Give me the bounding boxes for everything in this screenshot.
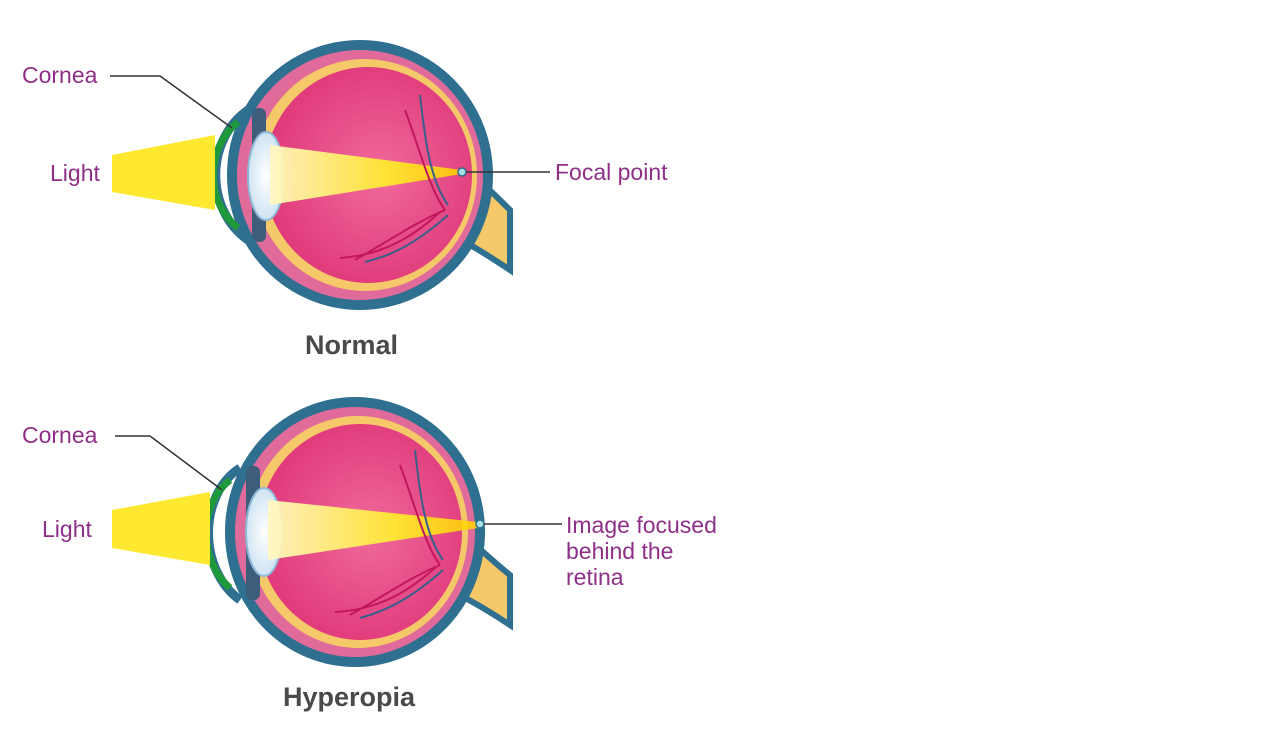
hyperopia-focus-label: Image focused behind the retina xyxy=(566,512,717,590)
cornea-leader-line xyxy=(110,75,233,129)
focus-point-dot xyxy=(475,519,485,529)
hyperopia-cornea-label: Cornea xyxy=(22,422,98,448)
hyperopia-eye xyxy=(112,397,562,667)
hyperopia-caption: Hyperopia xyxy=(283,682,416,712)
light-beam-refracted xyxy=(270,145,462,205)
hyperopia-focus-line-3: retina xyxy=(566,564,624,590)
normal-cornea-label: Cornea xyxy=(22,62,98,88)
light-beam-incoming xyxy=(112,492,210,565)
focal-point-dot xyxy=(457,167,467,177)
light-beam-refracted xyxy=(268,500,478,560)
cornea-leader-line xyxy=(115,435,223,491)
normal-light-label: Light xyxy=(50,160,100,186)
normal-eye xyxy=(110,40,550,310)
hyperopia-light-label: Light xyxy=(42,516,92,542)
light-beam-incoming xyxy=(112,135,215,210)
hyperopia-focus-line-2: behind the xyxy=(566,538,674,564)
normal-caption: Normal xyxy=(305,330,399,360)
blood-vessels-blue xyxy=(359,449,444,619)
blood-vessels xyxy=(339,109,446,261)
blood-vessels xyxy=(334,464,441,616)
blood-vessels-blue xyxy=(364,94,449,263)
hyperopia-focus-line-1: Image focused xyxy=(566,512,717,538)
normal-focal-point-label: Focal point xyxy=(555,159,668,185)
